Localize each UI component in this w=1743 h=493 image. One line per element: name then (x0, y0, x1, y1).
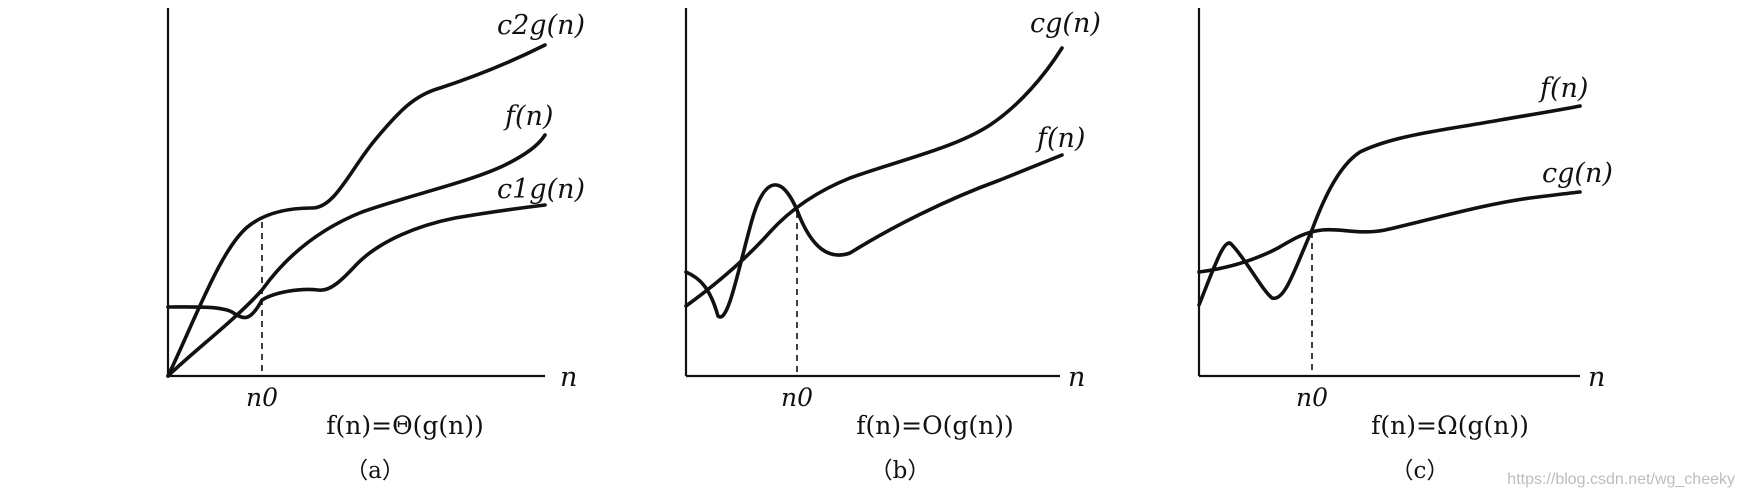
watermark-text: https://blog.csdn.net/wg_cheeky (1507, 471, 1735, 488)
panel-a: c2g(n) f(n) c1g(n) n n0 f(n)=Θ(g(n)) （a） (166, 8, 585, 484)
panel-b-cg-curve (684, 46, 1064, 308)
panel-c-label-f: f(n) (1538, 73, 1588, 104)
panel-a-f-curve (166, 133, 547, 378)
panel-c-x-axis-label: n (1588, 362, 1605, 393)
panel-b-formula: f(n)=O(g(n)) (856, 411, 1013, 440)
panel-b: cg(n) f(n) n n0 f(n)=O(g(n)) （b） (684, 8, 1101, 484)
panel-b-label-cg: cg(n) (1030, 8, 1101, 39)
panel-c-label-cg: cg(n) (1542, 158, 1613, 189)
panel-a-label-f: f(n) (503, 101, 553, 132)
panel-c-formula: f(n)=Ω(g(n)) (1371, 411, 1529, 440)
panel-a-x-axis-label: n (560, 362, 577, 393)
panel-c-n0-label: n0 (1296, 383, 1328, 412)
panel-a-label-c2g: c2g(n) (497, 10, 585, 41)
panel-b-n0-label: n0 (781, 383, 813, 412)
panel-a-label-c1g: c1g(n) (497, 174, 585, 205)
panel-b-x-axis-label: n (1068, 362, 1085, 393)
panel-c-caption: （c） (1391, 458, 1450, 484)
panel-a-c2g-curve (166, 43, 547, 378)
panel-c: f(n) cg(n) n n0 f(n)=Ω(g(n)) （c） (1197, 8, 1613, 484)
panel-a-c1g-curve (166, 203, 547, 320)
panel-a-n0-label: n0 (246, 383, 278, 412)
panel-b-caption: （b） (870, 458, 931, 484)
panel-a-formula: f(n)=Θ(g(n)) (326, 411, 483, 440)
panel-b-f-curve (684, 153, 1064, 319)
panel-c-f-curve (1197, 104, 1582, 307)
panel-c-cg-curve (1197, 190, 1582, 274)
panel-a-caption: （a） (345, 458, 405, 484)
panel-b-label-f: f(n) (1035, 123, 1085, 154)
